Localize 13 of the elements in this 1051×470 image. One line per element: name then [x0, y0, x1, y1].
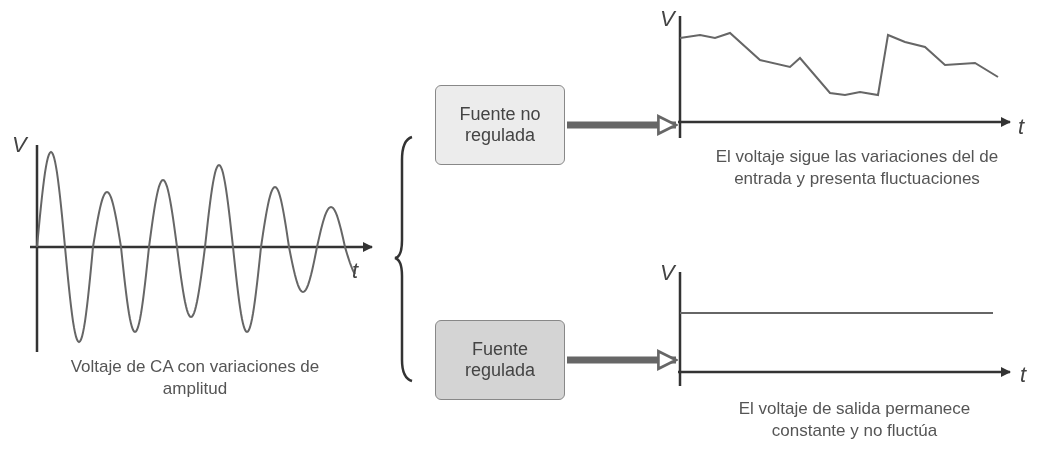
axis-label: t — [1018, 114, 1025, 140]
voltage-graph — [678, 270, 1012, 388]
axis-label: V — [12, 132, 27, 158]
arrow — [567, 349, 678, 371]
caption: Voltaje de CA con variaciones de amplitud — [69, 356, 321, 400]
power-source-box: Fuente no regulada — [435, 85, 565, 165]
axis-label: V — [660, 260, 675, 286]
axis-label: V — [660, 6, 675, 32]
axis-label: t — [1020, 362, 1027, 388]
axis-label: t — [352, 258, 359, 284]
arrow — [567, 114, 678, 136]
power-source-box: Fuente regulada — [435, 320, 565, 400]
voltage-graph — [678, 14, 1012, 140]
